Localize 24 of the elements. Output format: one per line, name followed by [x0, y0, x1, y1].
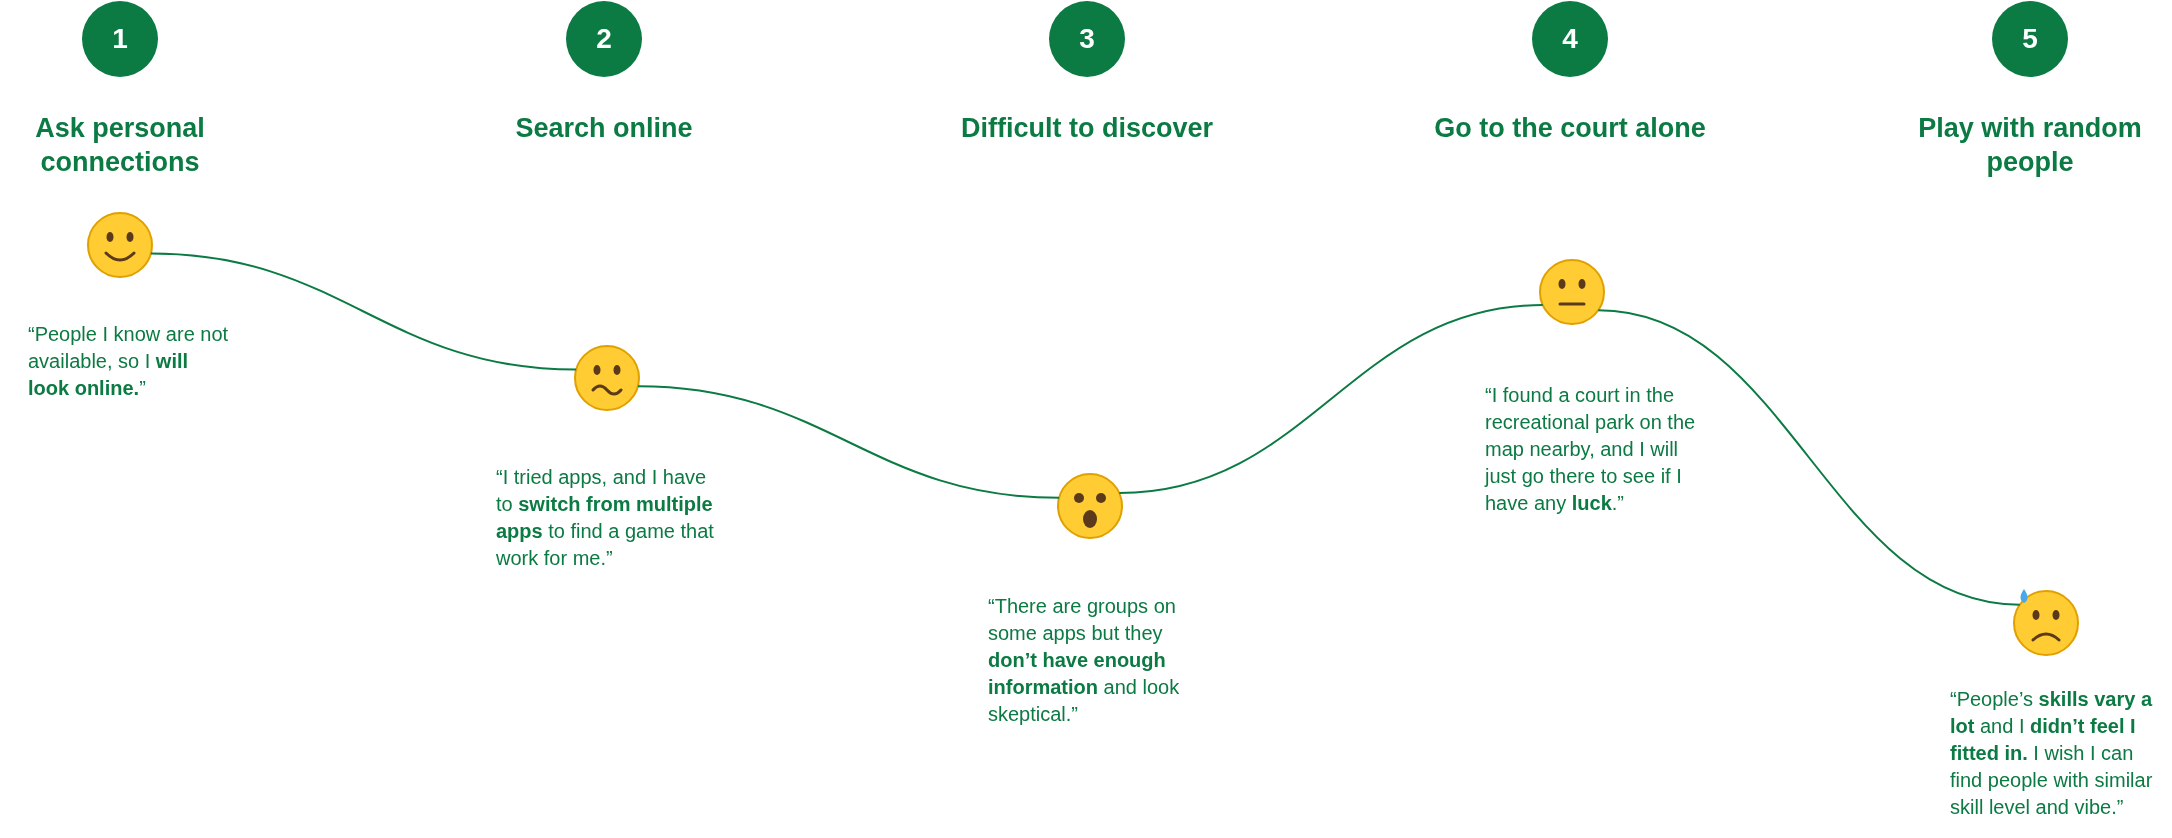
sad-face-icon [2013, 589, 2079, 656]
quote-text: “There are groups on some apps but they don’t have enough information and look skeptical.” [988, 594, 1181, 727]
smiling-face-icon [87, 212, 153, 278]
journey-line [149, 252, 578, 371]
step-title: Go to the court alone [1434, 112, 1706, 145]
step-number-badge: 1 [82, 1, 158, 77]
neutral-face-icon [1539, 259, 1605, 325]
quote-text: “People’s skills vary a lot and I didn’t feel I fitted in. I wish I can find people with similar skill level and vibe.” [1950, 687, 2154, 820]
step-number-badge: 3 [1049, 1, 1125, 77]
step-title: Difficult to discover [961, 112, 1213, 145]
step-number-badge: 5 [1992, 1, 2068, 77]
step-title: Play with random people [1917, 112, 2143, 179]
step-title: Ask personal connections [34, 112, 206, 179]
shocked-face-icon [1057, 473, 1123, 539]
step-number-badge: 4 [1532, 1, 1608, 77]
journey-line [1597, 309, 2021, 606]
quote-text: “People I know are not available, so I will look online.” [28, 322, 230, 401]
step-number-badge: 2 [566, 1, 642, 77]
wobbly-face-icon [574, 345, 640, 411]
quote-text: “I found a court in the recreational park on the map nearby, and I will just go there to see if I have any luck.” [1485, 383, 1697, 516]
quote-text: “I tried apps, and I have to switch from multiple apps to find a game that work for me.” [496, 465, 715, 571]
step-title: Search online [515, 112, 693, 145]
journey-line [636, 385, 1061, 499]
journey-line [1118, 304, 1544, 494]
